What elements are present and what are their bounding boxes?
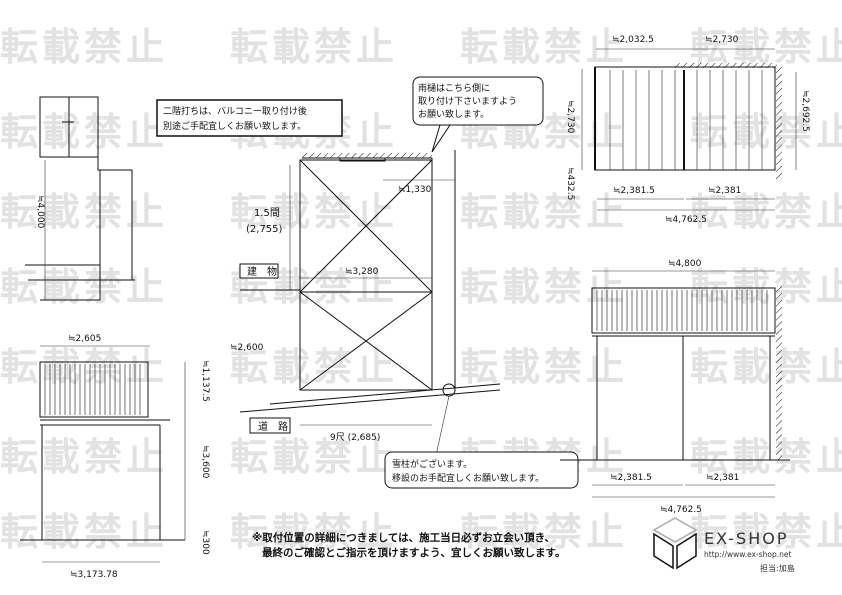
- dim-width-1330: ≒1,330: [398, 185, 432, 195]
- watermark: 転載禁止: [0, 110, 168, 154]
- staff-name: 担当:加島: [760, 563, 795, 573]
- watermark: 転載禁止: [0, 435, 168, 479]
- dim-height-2600: ≒2,600: [230, 343, 264, 353]
- road-label: 道 路: [258, 420, 288, 433]
- watermark-layer: 転載禁止 転載禁止 転載禁止 転載禁止 転載禁止 転載禁止 転載禁止 転載禁止 …: [0, 25, 842, 554]
- gutter-callout: 雨樋はこちら側に 取り付け下さいますよう お願い致します。: [412, 76, 544, 153]
- balcony-note-box: 二階打ちは、バルコニー取り付け後 別途ご手配宜しくお願い致します。: [156, 99, 343, 137]
- dim-el-2381-5: ≒2,381.5: [610, 473, 652, 483]
- notes-balcony-line1: 二階打ちは、バルコニー取り付け後: [163, 105, 307, 117]
- span-label: 1.5間: [254, 207, 280, 219]
- dim-9shaku: 9尺 (2,685): [330, 432, 380, 443]
- dim-top-2032: ≒2,032.5: [612, 35, 654, 45]
- dim-width-3173: ≒3,173.78: [70, 570, 118, 580]
- dim-top-h2730: ≒2,730: [565, 100, 575, 134]
- notes-balcony-line2: 別途ご手配宜しくお願い致します。: [163, 120, 306, 132]
- watermark: 転載禁止: [0, 190, 168, 234]
- watermark: 転載禁止: [230, 25, 398, 69]
- watermark: 転載禁止: [690, 510, 842, 554]
- dim-height-3600: ≒3,600: [200, 445, 210, 479]
- watermark: 転載禁止: [460, 265, 628, 309]
- watermark: 転載禁止: [690, 435, 842, 479]
- watermark: 転載禁止: [230, 435, 398, 479]
- carport-plan-view: ≒2,032.5 ≒2,730 ≒2,730 ≒432.5 ≒2,692.5 ≒…: [565, 35, 810, 225]
- watermark: 転載禁止: [460, 510, 628, 554]
- dim-top-h2692: ≒2,692.5: [800, 90, 810, 132]
- brand-name: EX-SHOP: [704, 529, 788, 548]
- watermark: 転載禁止: [690, 190, 842, 234]
- building-label: 建 物: [247, 265, 277, 278]
- notes-gutter-line1: 雨樋はこちら側に: [418, 82, 490, 94]
- dim-top-2381: ≒2,381: [708, 186, 741, 196]
- watermark: 転載禁止: [460, 25, 628, 69]
- dim-el-4762: ≒4,762.5: [660, 505, 702, 515]
- watermark: 転載禁止: [690, 25, 842, 69]
- watermark: 転載禁止: [690, 265, 842, 309]
- dim-height-300: ≒300: [200, 530, 210, 555]
- notes-pole-line1: 雪柱がございます。: [392, 458, 472, 470]
- pole-callout: 雪柱がございます。 移設のお手配宜しくお願い致します。: [384, 451, 579, 489]
- notes-gutter-line2: 取り付け下さいますよう: [418, 96, 517, 107]
- dim-top-h432: ≒432.5: [565, 167, 575, 200]
- dim-width-3280: ≒3,280: [345, 267, 379, 277]
- dim-height-4000: ≒4,000: [35, 195, 45, 229]
- dim-el-2381: ≒2,381: [706, 473, 739, 483]
- carport-side-elevation: ≒2,605 ≒1,137.5 ≒3,600 ≒300 ≒3,173.78: [20, 334, 210, 580]
- notes-gutter-line3: お願い致します。: [418, 108, 489, 120]
- dim-height-1137: ≒1,137.5: [200, 360, 210, 402]
- dim-top-4762: ≒4,762.5: [665, 215, 707, 225]
- carport-front-elevation: ≒4,800 ≒2,381.5 ≒2,381 ≒4,762.5: [560, 259, 790, 515]
- watermark: 転載禁止: [690, 345, 842, 389]
- dim-width-2605: ≒2,605: [68, 334, 101, 344]
- brand-url: http://www.ex-shop.net: [704, 550, 791, 559]
- dim-top-2381-5: ≒2,381.5: [613, 186, 655, 196]
- notes-footer-line2: 最終のご確認とご指示を頂けますよう、宜しくお願い致します。: [262, 546, 565, 559]
- watermark: 転載禁止: [0, 510, 168, 554]
- notes-pole-line2: 移設のお手配宜しくお願い致します。: [392, 472, 544, 484]
- footer-note: ※取付位置の詳細につきましては、施工当日必ずお立会い頂き、 最終のご確認とご指示…: [252, 531, 565, 559]
- notes-footer-line1: ※取付位置の詳細につきましては、施工当日必ずお立会い頂き、: [252, 531, 555, 544]
- dim-el-4800: ≒4,800: [668, 259, 702, 269]
- watermark: 転載禁止: [0, 25, 168, 69]
- watermark: 転載禁止: [690, 110, 842, 154]
- watermark: 転載禁止: [0, 265, 168, 309]
- building-side-elevation: ≒4,000: [25, 96, 135, 301]
- dim-top-2730: ≒2,730: [705, 35, 739, 45]
- watermark: 転載禁止: [460, 345, 628, 389]
- watermark: 転載禁止: [460, 190, 628, 234]
- span-mm-label: (2,755): [246, 224, 283, 235]
- watermark: 転載禁止: [0, 345, 168, 389]
- ex-shop-logo: EX-SHOP http://www.ex-shop.net 担当:加島: [652, 517, 795, 573]
- watermark: 転載禁止: [230, 510, 398, 554]
- site-plan: 1.5間 (2,755) 建 物 ≒3,280 ≒1,330 ≒2,600 道 …: [230, 150, 501, 461]
